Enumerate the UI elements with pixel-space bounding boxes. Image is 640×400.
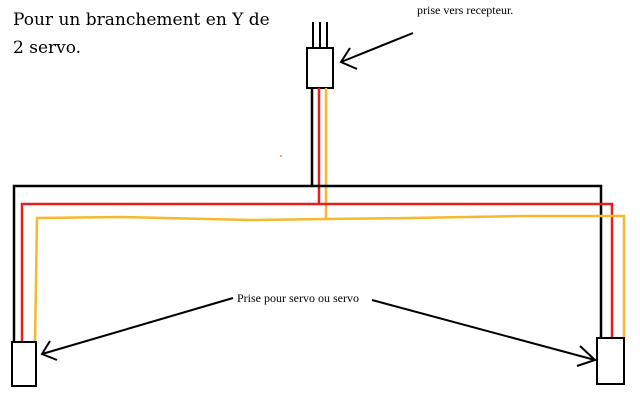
connector-servo-right	[596, 337, 625, 385]
signal-wire	[33, 214, 626, 343]
stray-dot	[280, 155, 282, 157]
connector-receiver	[306, 47, 334, 89]
power-wire	[20, 202, 614, 342]
arrow-to-receiver	[339, 32, 414, 70]
ground-wire	[12, 184, 603, 342]
diagram-title: Pour un branchement en Y de 2 servo.	[13, 10, 270, 58]
receiver-label: prise vers recepteur.	[417, 3, 514, 17]
arrow-to-right-servo	[371, 299, 597, 367]
receiver-pins	[312, 22, 328, 48]
connector-servo-left	[11, 341, 37, 387]
servo-label: Prise pour servo ou servo	[237, 291, 359, 305]
arrow-to-left-servo	[40, 297, 234, 361]
